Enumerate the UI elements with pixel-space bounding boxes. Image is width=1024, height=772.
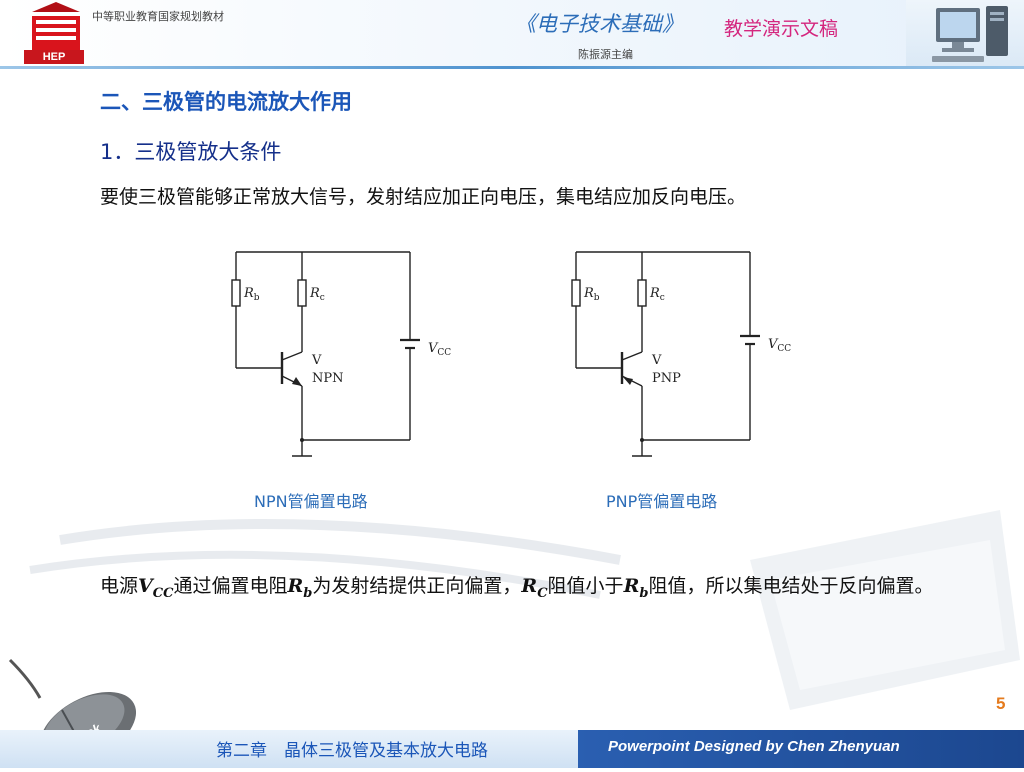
book-title: 《电子技术基础》 bbox=[515, 12, 683, 36]
pnp-circuit-caption: PNP管偏置电路 bbox=[606, 492, 718, 511]
rb-label: Rb bbox=[243, 286, 260, 303]
amplification-condition-text: 要使三极管能够正常放大信号，发射结应加正向电压，集电结应加反向电压。 bbox=[100, 186, 747, 208]
vcc-label: VCC bbox=[768, 337, 791, 354]
emitter-arrow-icon bbox=[292, 377, 302, 386]
npn-bias-circuit: Rb Rc V NPN VCC bbox=[231, 251, 451, 457]
vcc-label: VCC bbox=[428, 341, 451, 358]
transistor-type-label: PNP bbox=[652, 371, 681, 386]
computer-icon bbox=[932, 6, 1008, 62]
chapter-label: 第二章 晶体三极管及基本放大电路 bbox=[216, 741, 488, 761]
book-subtitle: 教学演示文稿 bbox=[724, 18, 839, 40]
header-band bbox=[0, 0, 1024, 68]
section-title: 二、三极管的电流放大作用 bbox=[100, 90, 352, 114]
rc-label: Rc bbox=[309, 286, 325, 303]
page-number: 5 bbox=[996, 694, 1006, 713]
rc-label: Rc bbox=[649, 286, 665, 303]
author-label: 陈振源主编 bbox=[578, 48, 633, 61]
book-stack-icon bbox=[32, 2, 80, 50]
transistor-label: V bbox=[311, 353, 322, 368]
transistor-type-label: NPN bbox=[312, 371, 344, 386]
header-rule bbox=[0, 66, 1024, 69]
emitter-arrow-icon bbox=[623, 377, 633, 385]
hep-logo-text: HEP bbox=[24, 50, 84, 64]
series-label: 中等职业教育国家规划教材 bbox=[92, 10, 224, 23]
computer-illustration bbox=[906, 0, 1024, 66]
hep-logo bbox=[26, 2, 86, 64]
transistor-label: V bbox=[651, 353, 662, 368]
footer-credit-band bbox=[578, 730, 1024, 768]
bias-explanation-paragraph: 电源VCC通过偏置电阻Rb为发射结提供正向偏置，RC阻值小于Rb阻值，所以集电结… bbox=[100, 575, 934, 601]
npn-circuit-caption: NPN管偏置电路 bbox=[254, 492, 368, 511]
designed-by-label: Powerpoint Designed by Chen Zhenyuan bbox=[608, 738, 900, 755]
background-watermark bbox=[29, 510, 1020, 710]
pnp-bias-circuit: Rb Rc V PNP VCC bbox=[571, 251, 791, 457]
rb-label: Rb bbox=[583, 286, 600, 303]
sub-title: 1．三极管放大条件 bbox=[100, 140, 282, 164]
